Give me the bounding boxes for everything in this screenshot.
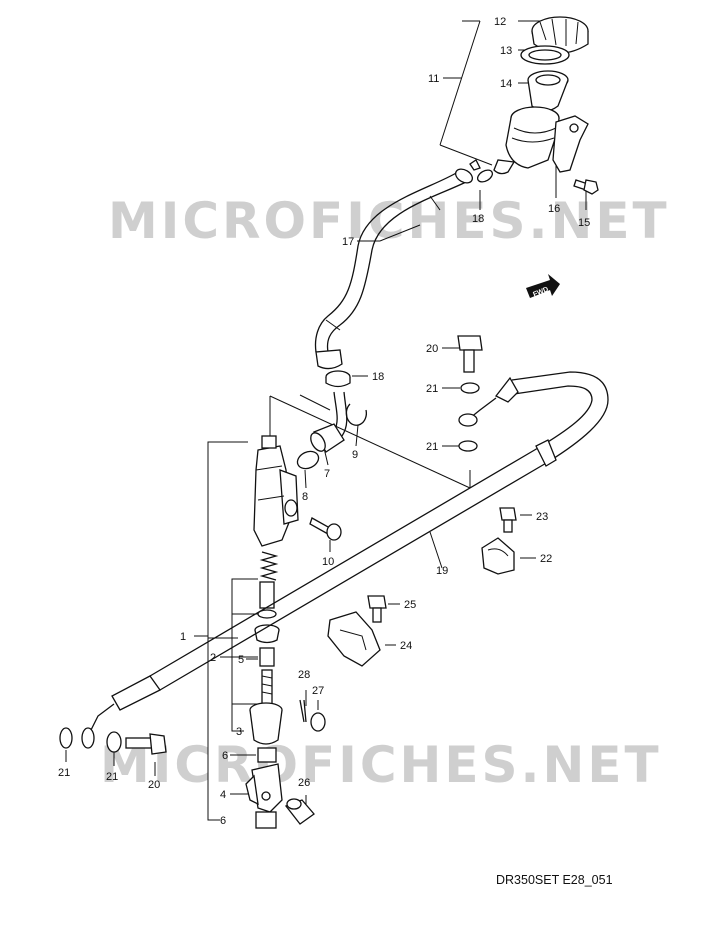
label-12: 12 <box>494 16 506 28</box>
label-21-upper: 21 <box>426 383 438 395</box>
diagram-code: DR350SET E28_051 <box>496 873 613 887</box>
label-18-lower: 18 <box>372 371 384 383</box>
label-25: 25 <box>404 599 416 611</box>
reservoir-hose <box>314 168 474 370</box>
label-6-lower: 6 <box>220 815 226 827</box>
hose-clamp-lower <box>325 370 351 388</box>
label-20-left: 20 <box>148 779 160 791</box>
label-22: 22 <box>540 553 552 565</box>
brake-hose <box>81 371 609 749</box>
part-labels: 12 13 11 14 16 15 18 17 20 18 21 21 9 7 … <box>58 16 590 827</box>
label-4: 4 <box>220 789 226 801</box>
lock-nut <box>255 811 277 829</box>
label-19: 19 <box>436 565 448 577</box>
watermark-top: MICROFICHES.NET <box>108 192 670 250</box>
washer-21-left-2 <box>106 731 122 753</box>
watermark-bottom: MICROFICHES.NET <box>100 736 662 794</box>
label-17: 17 <box>342 236 354 248</box>
clevis <box>245 763 283 813</box>
label-16: 16 <box>548 203 560 215</box>
label-6-upper: 6 <box>222 750 228 762</box>
forward-arrow: FWD <box>526 274 560 299</box>
label-23: 23 <box>536 511 548 523</box>
hose-clamp-bracket <box>481 537 515 575</box>
o-ring <box>296 450 320 470</box>
label-15: 15 <box>578 217 590 229</box>
reservoir-bolt <box>573 179 599 195</box>
washer-21-upper <box>460 382 480 394</box>
reservoir-body <box>493 106 589 175</box>
label-21-left-2: 21 <box>106 771 118 783</box>
label-27: 27 <box>312 685 324 697</box>
label-11: 11 <box>428 73 439 85</box>
cotter-pin <box>299 699 307 723</box>
mount-bolt <box>309 517 342 541</box>
reservoir-diaphragm-plate <box>520 45 570 65</box>
clevis-pin <box>284 798 315 825</box>
label-7: 7 <box>324 468 330 480</box>
label-20-right: 20 <box>426 343 438 355</box>
guide-bolt <box>367 595 387 623</box>
label-9: 9 <box>352 449 358 461</box>
label-24: 24 <box>400 640 412 652</box>
label-10: 10 <box>322 556 334 568</box>
label-3: 3 <box>236 726 242 738</box>
union-bolt-lower <box>125 733 167 755</box>
label-2: 2 <box>210 652 216 664</box>
reservoir-diaphragm <box>527 70 569 112</box>
circlip <box>345 403 368 426</box>
label-18-top: 18 <box>472 213 484 225</box>
washer-21-left-1 <box>59 727 73 749</box>
label-5: 5 <box>238 654 244 666</box>
pin-washer <box>310 712 326 732</box>
label-21-mid: 21 <box>426 441 438 453</box>
hose-guide <box>327 611 381 667</box>
label-13: 13 <box>500 45 512 57</box>
label-21-left-1: 21 <box>58 767 70 779</box>
label-14: 14 <box>500 78 512 90</box>
hose-clamp-top <box>469 159 494 183</box>
master-cylinder-body <box>253 435 299 547</box>
leader-lines <box>65 20 587 821</box>
union-bolt-upper <box>457 335 483 373</box>
piston-parts <box>249 581 283 745</box>
label-26: 26 <box>298 777 310 789</box>
label-1: 1 <box>180 631 186 643</box>
label-8: 8 <box>302 491 308 503</box>
washer-21-mid <box>458 440 478 452</box>
pushrod-nut <box>257 747 277 763</box>
clamp-bolt <box>499 507 517 533</box>
piston-spring <box>259 551 279 581</box>
label-28: 28 <box>298 669 310 681</box>
